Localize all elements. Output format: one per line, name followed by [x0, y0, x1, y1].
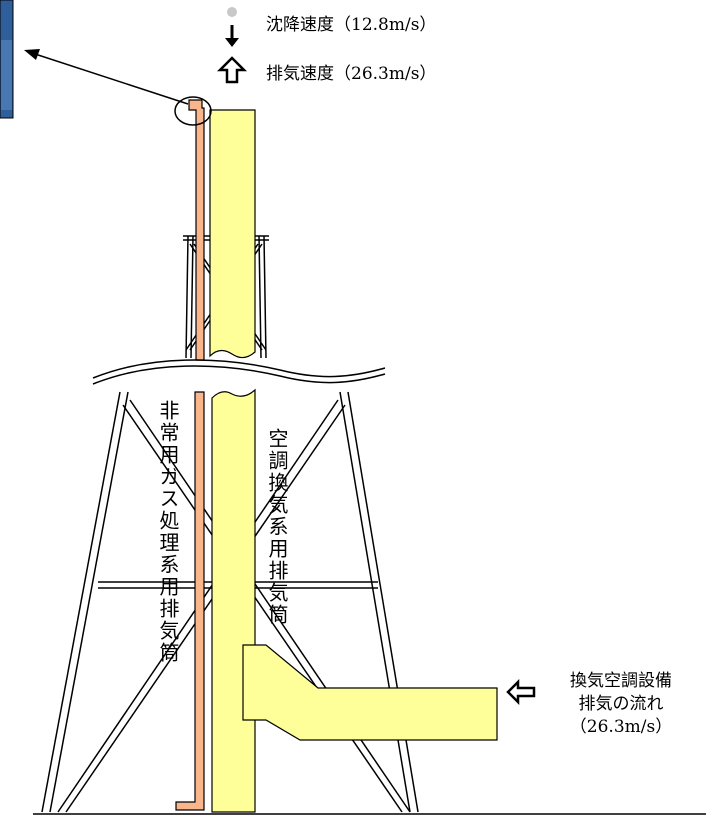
fall-arrow-head: [225, 38, 239, 47]
pipe-top-highlight-circle: [174, 96, 212, 126]
emergency-stack-label: 非常用ガス処理系用排気筒: [156, 400, 180, 664]
pointer-arrowhead: [24, 49, 40, 60]
hvac-branch-duct: [242, 644, 498, 741]
flow-label-speed: （26.3m/s）: [569, 716, 673, 737]
flow-label-line1: 換気空調設備: [570, 671, 672, 691]
break-line-upper: [92, 359, 386, 379]
lower-tower-frame: [41, 391, 419, 813]
drop-icon: [227, 7, 237, 17]
hvac-stack-lower: [211, 388, 256, 813]
exhaust-up-arrow-icon: [216, 56, 248, 84]
fall-speed-label: 沈降速度（12.8m/s）: [266, 15, 437, 35]
hvac-stack-label: 空調換気系用排気筒: [265, 428, 289, 626]
hvac-stack-upper: [209, 109, 256, 359]
pointer-arrow-line: [31, 52, 189, 105]
flow-label-line2: 排気の流れ: [578, 693, 664, 714]
exhaust-speed-label: 排気速度（26.3m/s）: [266, 64, 437, 84]
break-line-lower: [92, 365, 386, 385]
flow-left-arrow-icon: [506, 678, 536, 706]
emergency-pipe-lower: [175, 391, 205, 811]
inset-image-highlight: [1, 40, 12, 110]
flow-label-block: 換気空調設備 排気の流れ （26.3m/s）: [556, 670, 686, 739]
